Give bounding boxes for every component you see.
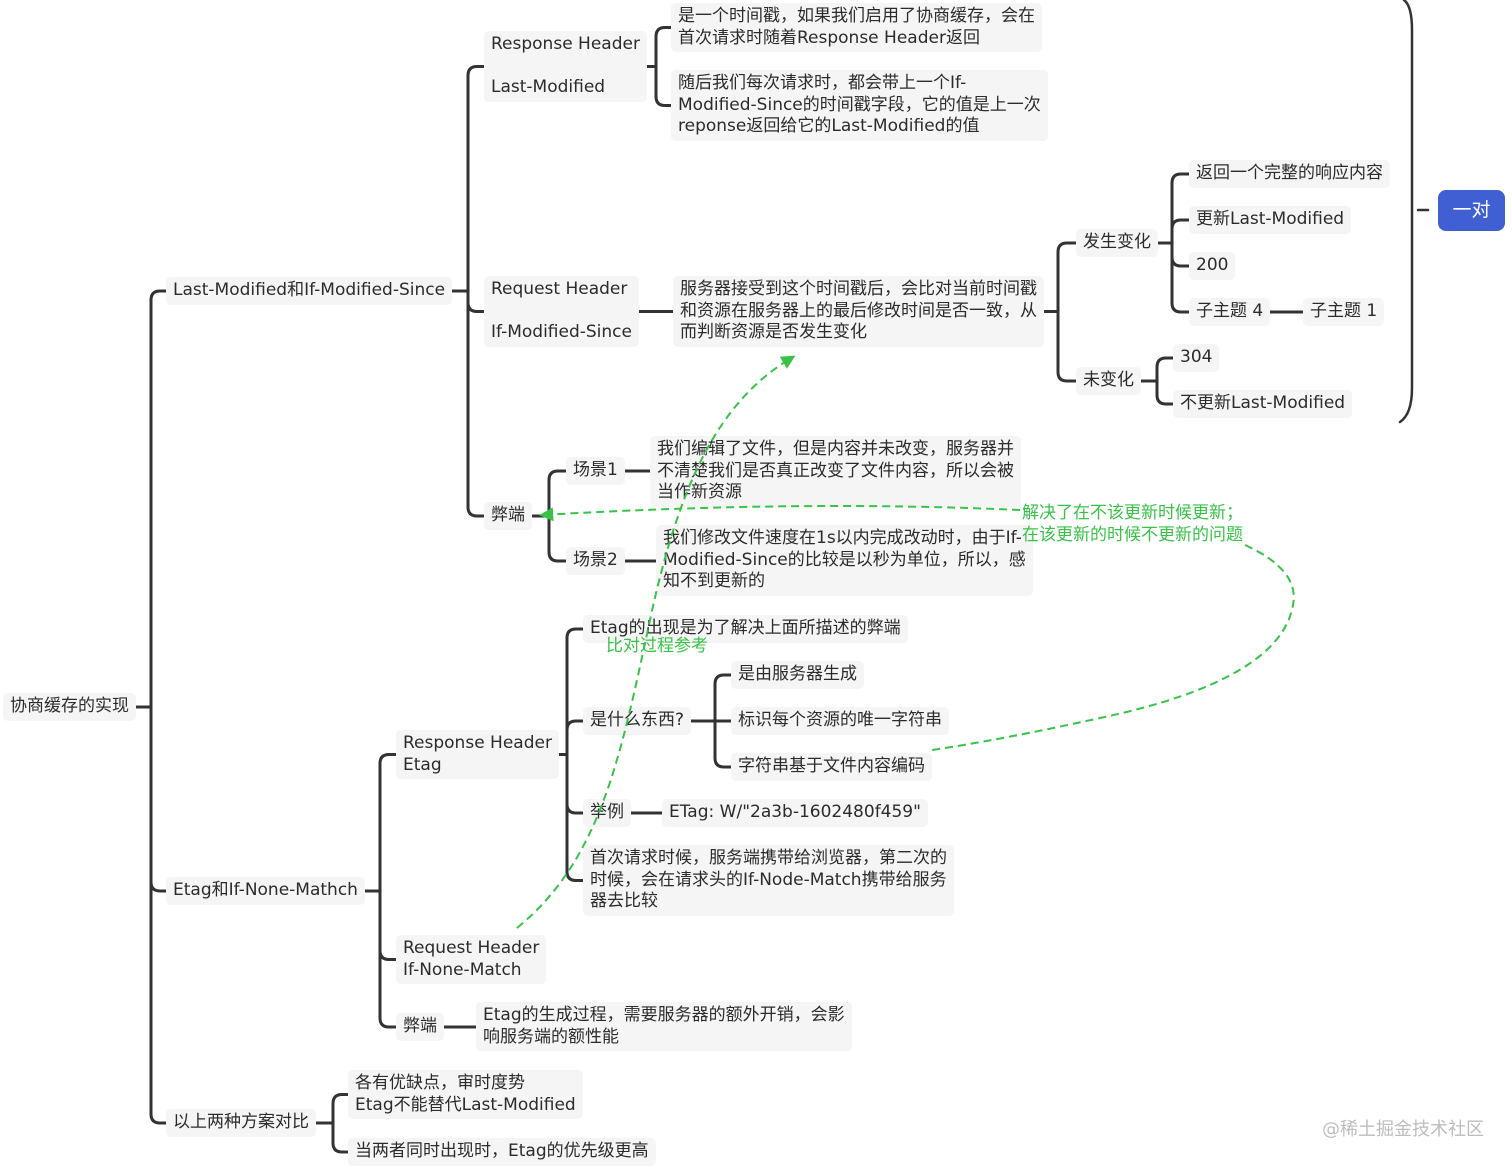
connector-line (1170, 172, 1191, 245)
changed-item: 200 (1189, 252, 1236, 280)
comparison-point: 当两者同时出现时，Etag的优先级更高 (348, 1138, 656, 1166)
connector-line (331, 1121, 350, 1154)
connector-line (378, 889, 398, 1029)
topic-changed: 发生变化 (1076, 229, 1158, 257)
etag-example-label: 举例 (583, 799, 631, 827)
note-server-compare: 服务器接受到这个时间戳后，会比对当前时间戳 和资源在服务器上的最后修改时间是否一… (673, 276, 1044, 347)
connector-line (547, 469, 568, 518)
topic-response-header-last-modified: Response Header Last-Modified (484, 31, 647, 102)
connector-line (149, 289, 168, 709)
etag-what-item: 字符串基于文件内容编码 (731, 753, 932, 781)
connector-line (565, 627, 585, 756)
connector-line (1155, 379, 1175, 406)
connector-line (654, 26, 673, 68)
connector-line (378, 753, 398, 893)
annotation-arrow-drawback (539, 505, 1021, 522)
watermark: @稀土掘金技术社区 (1322, 1119, 1484, 1140)
connector-line (565, 753, 585, 882)
topic-comparison: 以上两种方案对比 (166, 1109, 316, 1137)
connector-line (466, 289, 486, 518)
topic-etag-drawbacks: 弊端 (396, 1013, 444, 1041)
scenario-1: 场景1 (566, 457, 625, 485)
connector-line (713, 673, 733, 723)
etag-flow: 首次请求时候，服务端携带给浏览器，第二次的 时候，会在请求头的If-Node-M… (583, 845, 954, 916)
topic-etag: Etag和If-None-Mathch (166, 877, 365, 905)
connector-line (1056, 310, 1078, 383)
unchanged-item: 不更新Last-Modified (1173, 390, 1353, 418)
topic-response-header-etag: Response Header Etag (396, 730, 559, 779)
connector-line (378, 889, 398, 961)
connector-line (331, 1093, 350, 1125)
annotation-drawback-fix: 解决了在不该更新时候更新； 在该更新的时候不更新的问题 (1022, 503, 1243, 545)
changed-item: 返回一个完整的响应内容 (1189, 160, 1390, 188)
connector-line (547, 514, 568, 563)
connector-line (565, 753, 585, 815)
annotation-comparison-ref: 比对过程参考 (606, 636, 708, 656)
connector-line (1155, 356, 1175, 383)
changed-item: 更新Last-Modified (1189, 206, 1352, 234)
etag-example-value: ETag: W/"2a3b-1602480f459" (662, 799, 928, 827)
etag-what-item: 是由服务器生成 (731, 661, 864, 689)
comparison-point: 各有优缺点，审时度势 Etag不能替代Last-Modified (348, 1070, 583, 1119)
connector-line (565, 719, 585, 756)
scenario-2-text: 我们修改文件速度在1s以内完成改动时，由于If- Modified-Since的… (656, 525, 1033, 596)
changed-sub-item: 子主题 1 (1303, 298, 1385, 326)
connector-line (713, 719, 733, 769)
etag-what-item: 标识每个资源的唯一字符串 (731, 707, 949, 735)
changed-item: 子主题 4 (1189, 298, 1271, 326)
connector-line (466, 289, 486, 313)
connector-line (149, 705, 168, 893)
connector-line (1170, 218, 1191, 245)
scenario-1-text: 我们编辑了文件，但是内容并未改变，服务器并 不清楚我们是否真正改变了文件内容，所… (650, 436, 1021, 507)
connector-line (654, 65, 673, 107)
scenario-2: 场景2 (566, 547, 625, 575)
unchanged-item: 304 (1173, 344, 1220, 372)
etag-what: 是什么东西? (583, 707, 692, 735)
etag-drawbacks-text: Etag的生成过程，需要服务器的额外开销，会影 响服务端的额性能 (476, 1002, 852, 1051)
connector-line (1056, 241, 1078, 313)
connector-line (1170, 241, 1191, 314)
connector-line (1170, 241, 1191, 268)
note-if-modified-since-field: 随后我们每次请求时，都会带上一个If- Modified-Since的时间戳字段… (671, 70, 1048, 141)
connector-line (149, 705, 168, 1125)
topic-request-header-if-modified-since: Request Header If-Modified-Since (484, 276, 639, 347)
connector-line (466, 65, 486, 293)
root-topic: 协商缓存的实现 (3, 693, 136, 721)
topic-drawbacks: 弊端 (484, 502, 532, 530)
summary-badge: 一对 (1438, 190, 1505, 231)
topic-last-modified: Last-Modified和If-Modified-Since (166, 277, 453, 305)
topic-request-header-if-none-match: Request Header If-None-Match (396, 935, 547, 984)
note-timestamp: 是一个时间戳，如果我们启用了协商缓存，会在 首次请求时随着Response He… (671, 3, 1042, 52)
topic-unchanged: 未变化 (1076, 367, 1141, 395)
summary-brace (1398, 0, 1414, 424)
